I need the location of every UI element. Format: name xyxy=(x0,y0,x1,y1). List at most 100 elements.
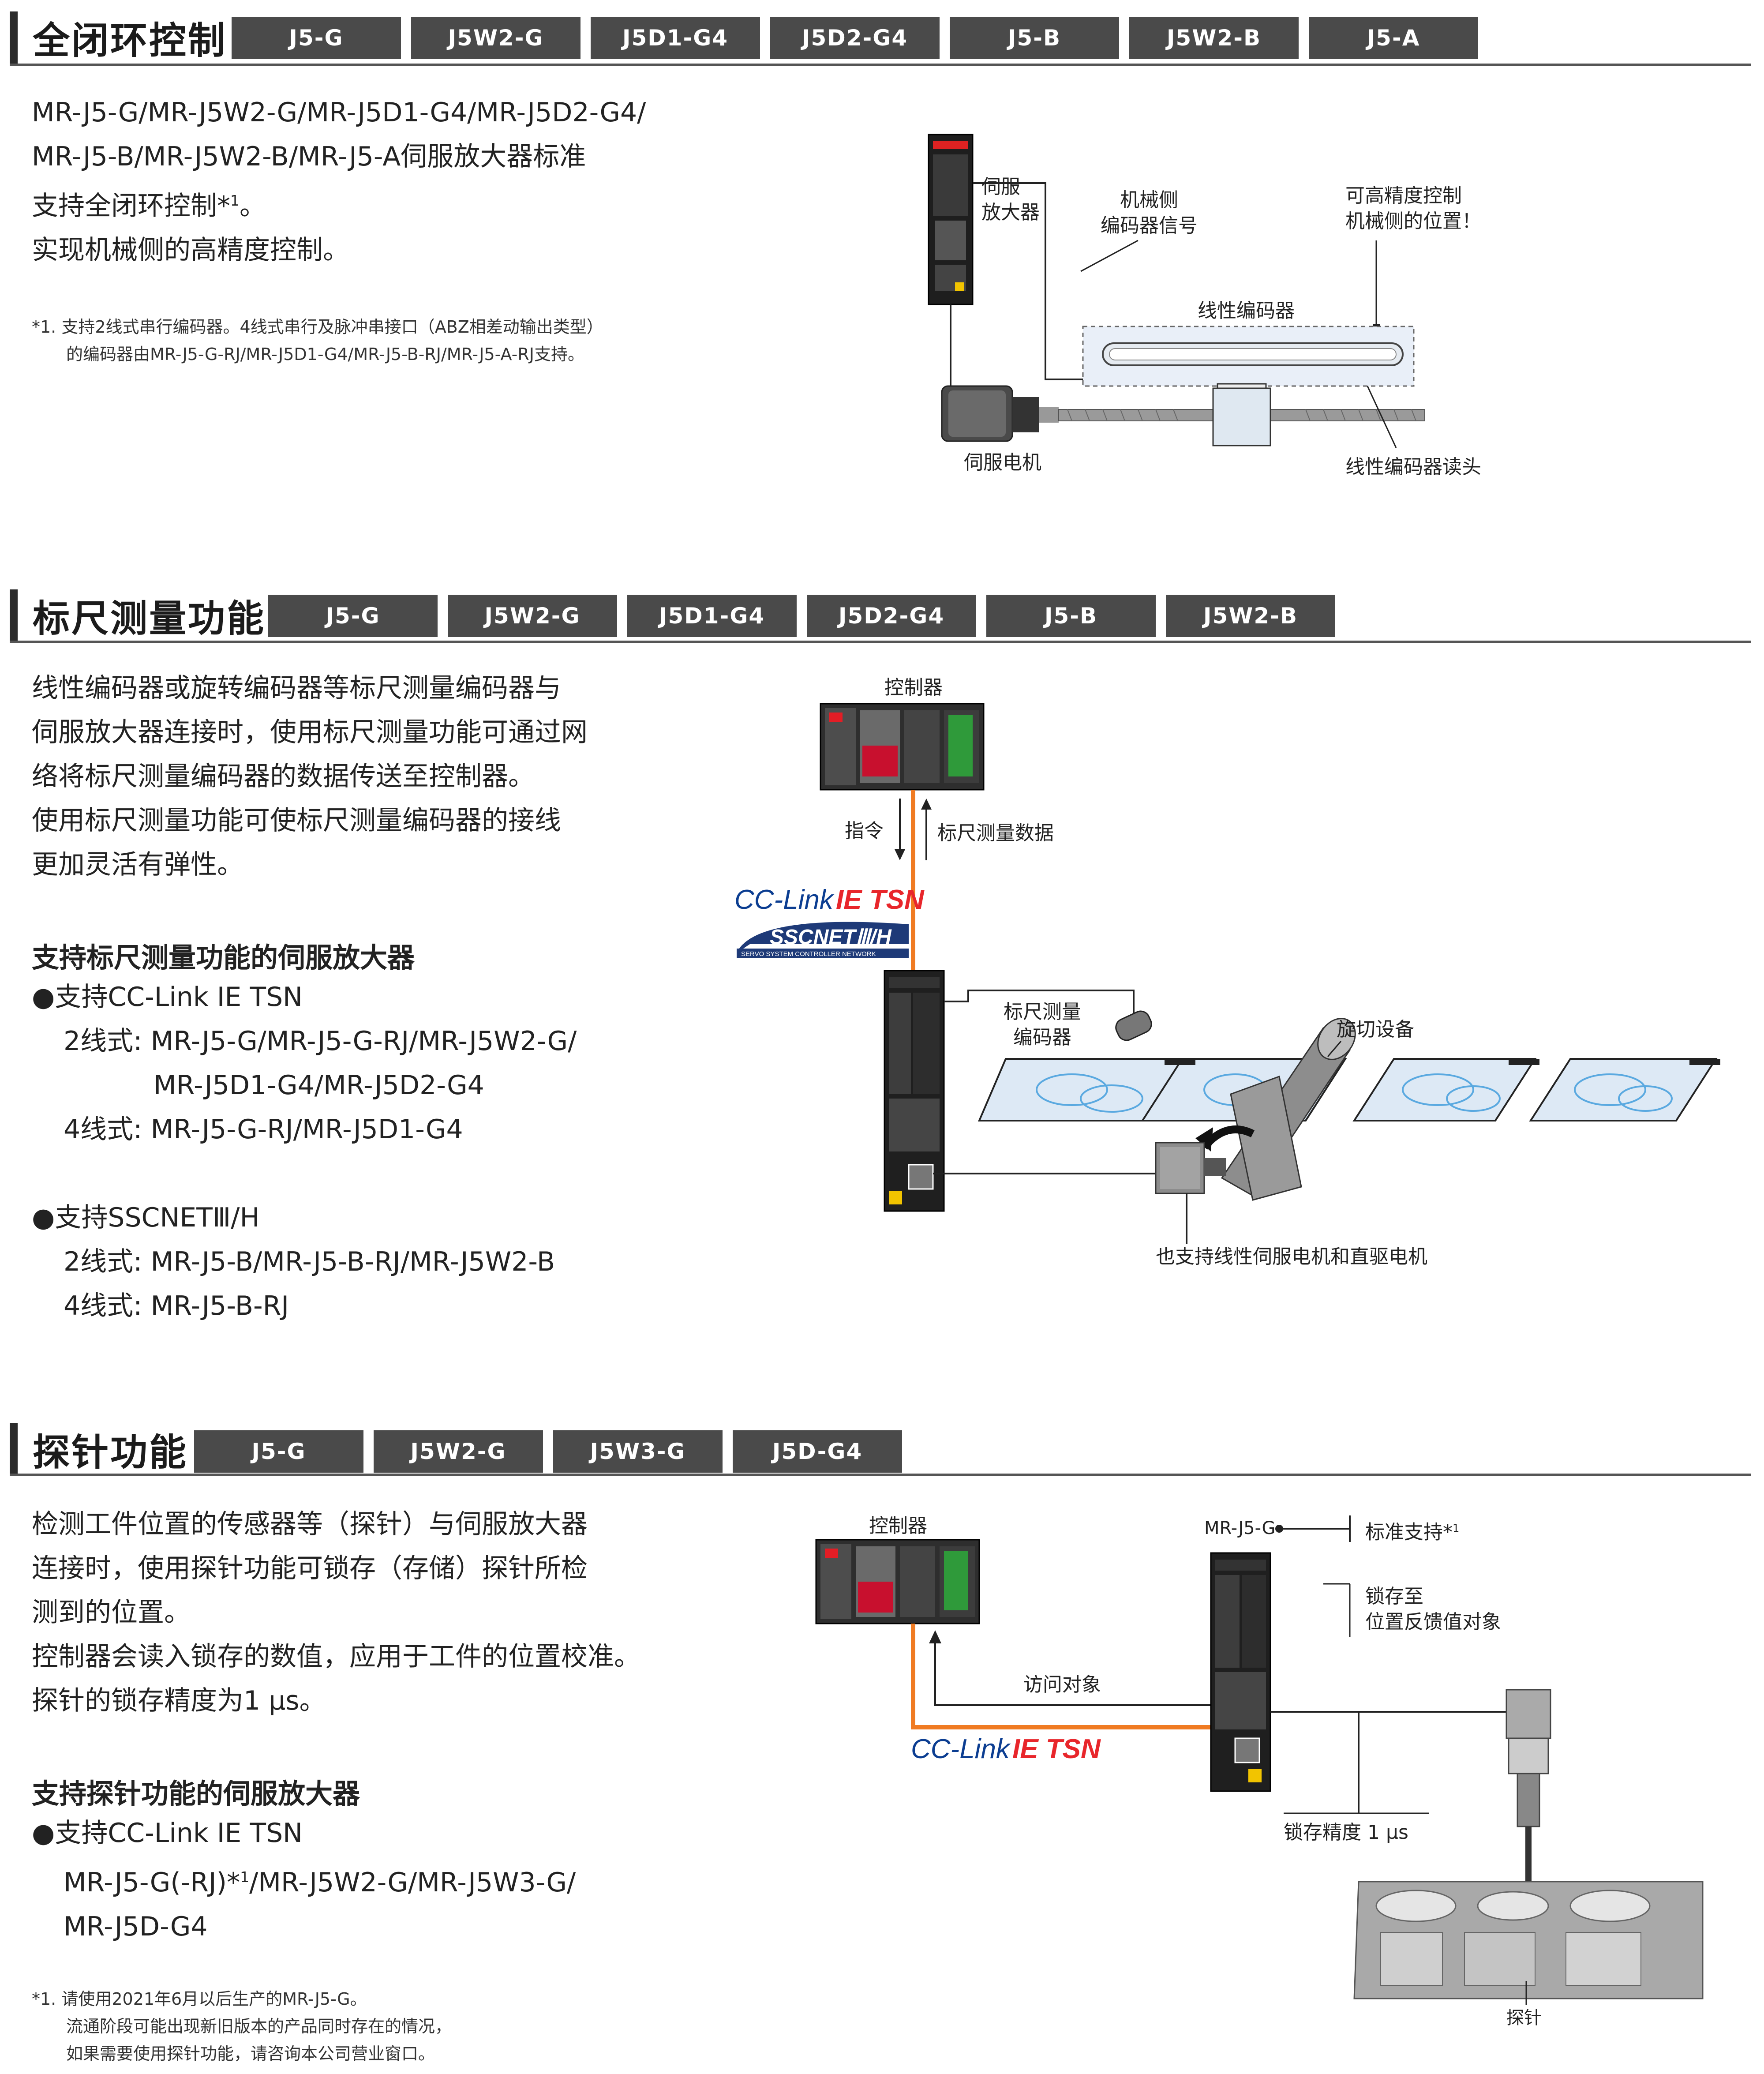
list-item: 2线式: MR-J5-G/MR-J5-G-RJ/MR-J5W2-G/ xyxy=(64,1026,577,1057)
servo-motor-image xyxy=(1155,1142,1226,1194)
section-marker xyxy=(10,11,18,64)
section-heading: 探针功能 xyxy=(33,1430,188,1474)
section-marker xyxy=(10,589,18,641)
closed-loop-description: MR-J5-G/MR-J5W2-G/MR-J5D1-G4/MR-J5D2-G4/… xyxy=(32,90,646,272)
footnote-line: *1. 支持2线式串行编码器。4线式串行及脉冲串接口（ABZ相差动输出类型） xyxy=(32,317,603,337)
label-linear-encoder: 线性编码器 xyxy=(1198,300,1295,322)
label-encoder-head: 线性编码器读头 xyxy=(1345,456,1481,478)
section-heading: 全闭环控制 xyxy=(33,19,227,62)
section-rule xyxy=(10,64,1751,66)
text-line: 线性编码器或旋转编码器等标尺测量编码器与 xyxy=(32,673,561,704)
model-tag: J5W2-G xyxy=(374,1430,543,1473)
svg-text:IE TSN: IE TSN xyxy=(1012,1734,1101,1764)
model-tag: J5W2-G xyxy=(448,595,617,637)
text-line: 探针的锁存精度为1 μs。 xyxy=(32,1685,326,1716)
text-line: MR-J5-B/MR-J5W2-B/MR-J5-A伺服放大器标准 xyxy=(32,141,586,172)
list-item: ●支持CC-Link IE TSN xyxy=(32,982,303,1013)
section-rule xyxy=(10,1474,1751,1476)
model-tag: J5D-G4 xyxy=(733,1430,902,1473)
closed-loop-footnote: *1. 支持2线式串行编码器。4线式串行及脉冲串接口（ABZ相差动输出类型） 的… xyxy=(32,313,603,368)
section-title-closed-loop: 全闭环控制 xyxy=(10,9,227,66)
text-line: 伺服放大器连接时，使用标尺测量功能可通过网 xyxy=(32,717,588,748)
label-latch-precision: 锁存精度 1 μs xyxy=(1284,1821,1408,1844)
probe-support-heading: 支持探针功能的伺服放大器 xyxy=(32,1778,360,1810)
controller-image xyxy=(815,1539,980,1624)
text-line: 控制器会读入锁存的数值，应用于工件的位置校准。 xyxy=(32,1641,640,1672)
label-rotary-cutter: 旋切设备 xyxy=(1337,1018,1414,1041)
label-access-target: 访问对象 xyxy=(1023,1673,1101,1696)
text-line: 实现机械侧的高精度控制。 xyxy=(32,235,349,266)
footnote-line: 流通阶段可能出现新旧版本的产品同时存在的情况， xyxy=(66,2017,452,2036)
model-tag: J5-A xyxy=(1309,17,1478,59)
text-line: 检测工件位置的传感器等（探针）与伺服放大器 xyxy=(32,1509,588,1540)
model-tag: J5D1-G4 xyxy=(591,17,760,59)
text-line: 连接时，使用探针功能可锁存（存储）探针所检 xyxy=(32,1553,588,1584)
label-standard-support: 标准支持*1 xyxy=(1365,1521,1460,1544)
label-servo-motor: 伺服电机 xyxy=(964,451,1041,474)
model-tag: J5D2-G4 xyxy=(770,17,940,59)
section-rule xyxy=(10,641,1751,643)
scale-measure-support-list: ●支持CC-Link IE TSN 2线式: MR-J5-G/MR-J5-G-R… xyxy=(32,975,577,1328)
rotary-cutter-image xyxy=(1195,1018,1356,1201)
list-item: ●支持CC-Link IE TSN xyxy=(32,1818,303,1849)
model-tag: J5-B xyxy=(986,595,1156,637)
label-controller: 控制器 xyxy=(884,676,943,699)
label-high-precision: 可高精度控制 机械侧的位置！ xyxy=(1345,184,1481,233)
label-latch-target: 锁存至 位置反馈值对象 xyxy=(1365,1585,1501,1633)
scale-measure-description: 线性编码器或旋转编码器等标尺测量编码器与 伺服放大器连接时，使用标尺测量功能可通… xyxy=(32,666,588,887)
servo-amplifier-image xyxy=(1210,1552,1271,1792)
model-tag: J5-B xyxy=(950,17,1119,59)
model-tag: J5D2-G4 xyxy=(807,595,976,637)
svg-text:SERVO SYSTEM CONTROLLER NETWOR: SERVO SYSTEM CONTROLLER NETWORK xyxy=(741,950,876,958)
probe-description: 检测工件位置的传感器等（探针）与伺服放大器 连接时，使用探针功能可锁存（存储）探… xyxy=(32,1502,640,1723)
svg-text:CC-Link: CC-Link xyxy=(734,885,835,915)
section-title-scale-measure: 标尺测量功能 xyxy=(10,587,266,644)
text-line: 络将标尺测量编码器的数据传送至控制器。 xyxy=(32,761,535,792)
model-tag: J5W2-B xyxy=(1129,17,1299,59)
text-line: MR-J5-G/MR-J5W2-G/MR-J5D1-G4/MR-J5D2-G4/ xyxy=(32,97,646,128)
label-probe: 探针 xyxy=(1506,2008,1542,2028)
section-marker xyxy=(10,1423,18,1475)
model-tag: J5W3-G xyxy=(553,1430,723,1473)
closed-loop-diagram xyxy=(928,134,1425,448)
label-controller: 控制器 xyxy=(869,1515,927,1537)
cclink-ie-tsn-logo: CC-Link IE TSN xyxy=(911,1734,1101,1764)
list-item: 2线式: MR-J5-B/MR-J5-B-RJ/MR-J5W2-B xyxy=(64,1246,555,1277)
model-tag: J5D1-G4 xyxy=(627,595,797,637)
svg-text:SSCNETⅢ/H: SSCNETⅢ/H xyxy=(770,926,892,949)
svg-text:CC-Link: CC-Link xyxy=(911,1734,1011,1764)
section-title-probe: 探针功能 xyxy=(10,1421,188,1478)
label-command: 指令 xyxy=(845,820,884,842)
list-item: 4线式: MR-J5-B-RJ xyxy=(64,1290,289,1321)
footnote-line: *1. 请使用2021年6月以后生产的MR-J5-G。 xyxy=(32,1989,367,2009)
model-tag: J5W2-B xyxy=(1166,595,1335,637)
model-tag: J5-G xyxy=(232,17,401,59)
label-scale-data: 标尺测量数据 xyxy=(937,822,1054,844)
footnote-line: 如果需要使用探针功能，请咨询本公司营业窗口。 xyxy=(66,2044,435,2063)
scale-encoder-image xyxy=(1115,1010,1152,1041)
label-machine-encoder-signal: 机械侧 编码器信号 xyxy=(1101,189,1198,237)
text-line: 使用标尺测量功能可使标尺测量编码器的接线 xyxy=(32,805,561,836)
workpiece-image xyxy=(1353,1881,1704,1999)
scale-measure-diagram: CC-Link IE TSN SSCNETⅢ/H SERVO SYSTEM CO… xyxy=(734,703,1720,1244)
model-tag: J5-G xyxy=(268,595,438,637)
label-model: MR-J5-G xyxy=(1204,1518,1276,1538)
label-scale-encoder: 标尺测量 编码器 xyxy=(1004,1001,1081,1049)
section-heading: 标尺测量功能 xyxy=(33,596,266,640)
text-line: 测到的位置。 xyxy=(32,1597,191,1628)
servo-amplifier-image xyxy=(884,970,945,1212)
probe-support-list: ●支持CC-Link IE TSN MR-J5-G(-RJ)*1/MR-J5W2… xyxy=(32,1811,576,1949)
text-line: 支持全闭环控制*1。 xyxy=(32,191,266,221)
controller-image xyxy=(820,703,985,791)
sscnet-logo: SSCNETⅢ/H SERVO SYSTEM CONTROLLER NETWOR… xyxy=(737,922,909,958)
list-item: ●支持SSCNETⅢ/H xyxy=(32,1202,260,1233)
footnote-line: 的编码器由MR-J5-G-RJ/MR-J5D1-G4/MR-J5-B-RJ/MR… xyxy=(66,345,584,364)
model-tag: J5W2-G xyxy=(411,17,581,59)
model-tag: J5-G xyxy=(194,1430,363,1473)
list-item: MR-J5D-G4 xyxy=(64,1911,208,1942)
cclink-ie-tsn-logo: CC-Link IE TSN xyxy=(734,885,925,915)
list-item: 4线式: MR-J5-G-RJ/MR-J5D1-G4 xyxy=(64,1114,463,1145)
label-servo-amplifier: 伺服 放大器 xyxy=(981,176,1040,224)
list-item: MR-J5D1-G4/MR-J5D2-G4 xyxy=(154,1070,484,1101)
